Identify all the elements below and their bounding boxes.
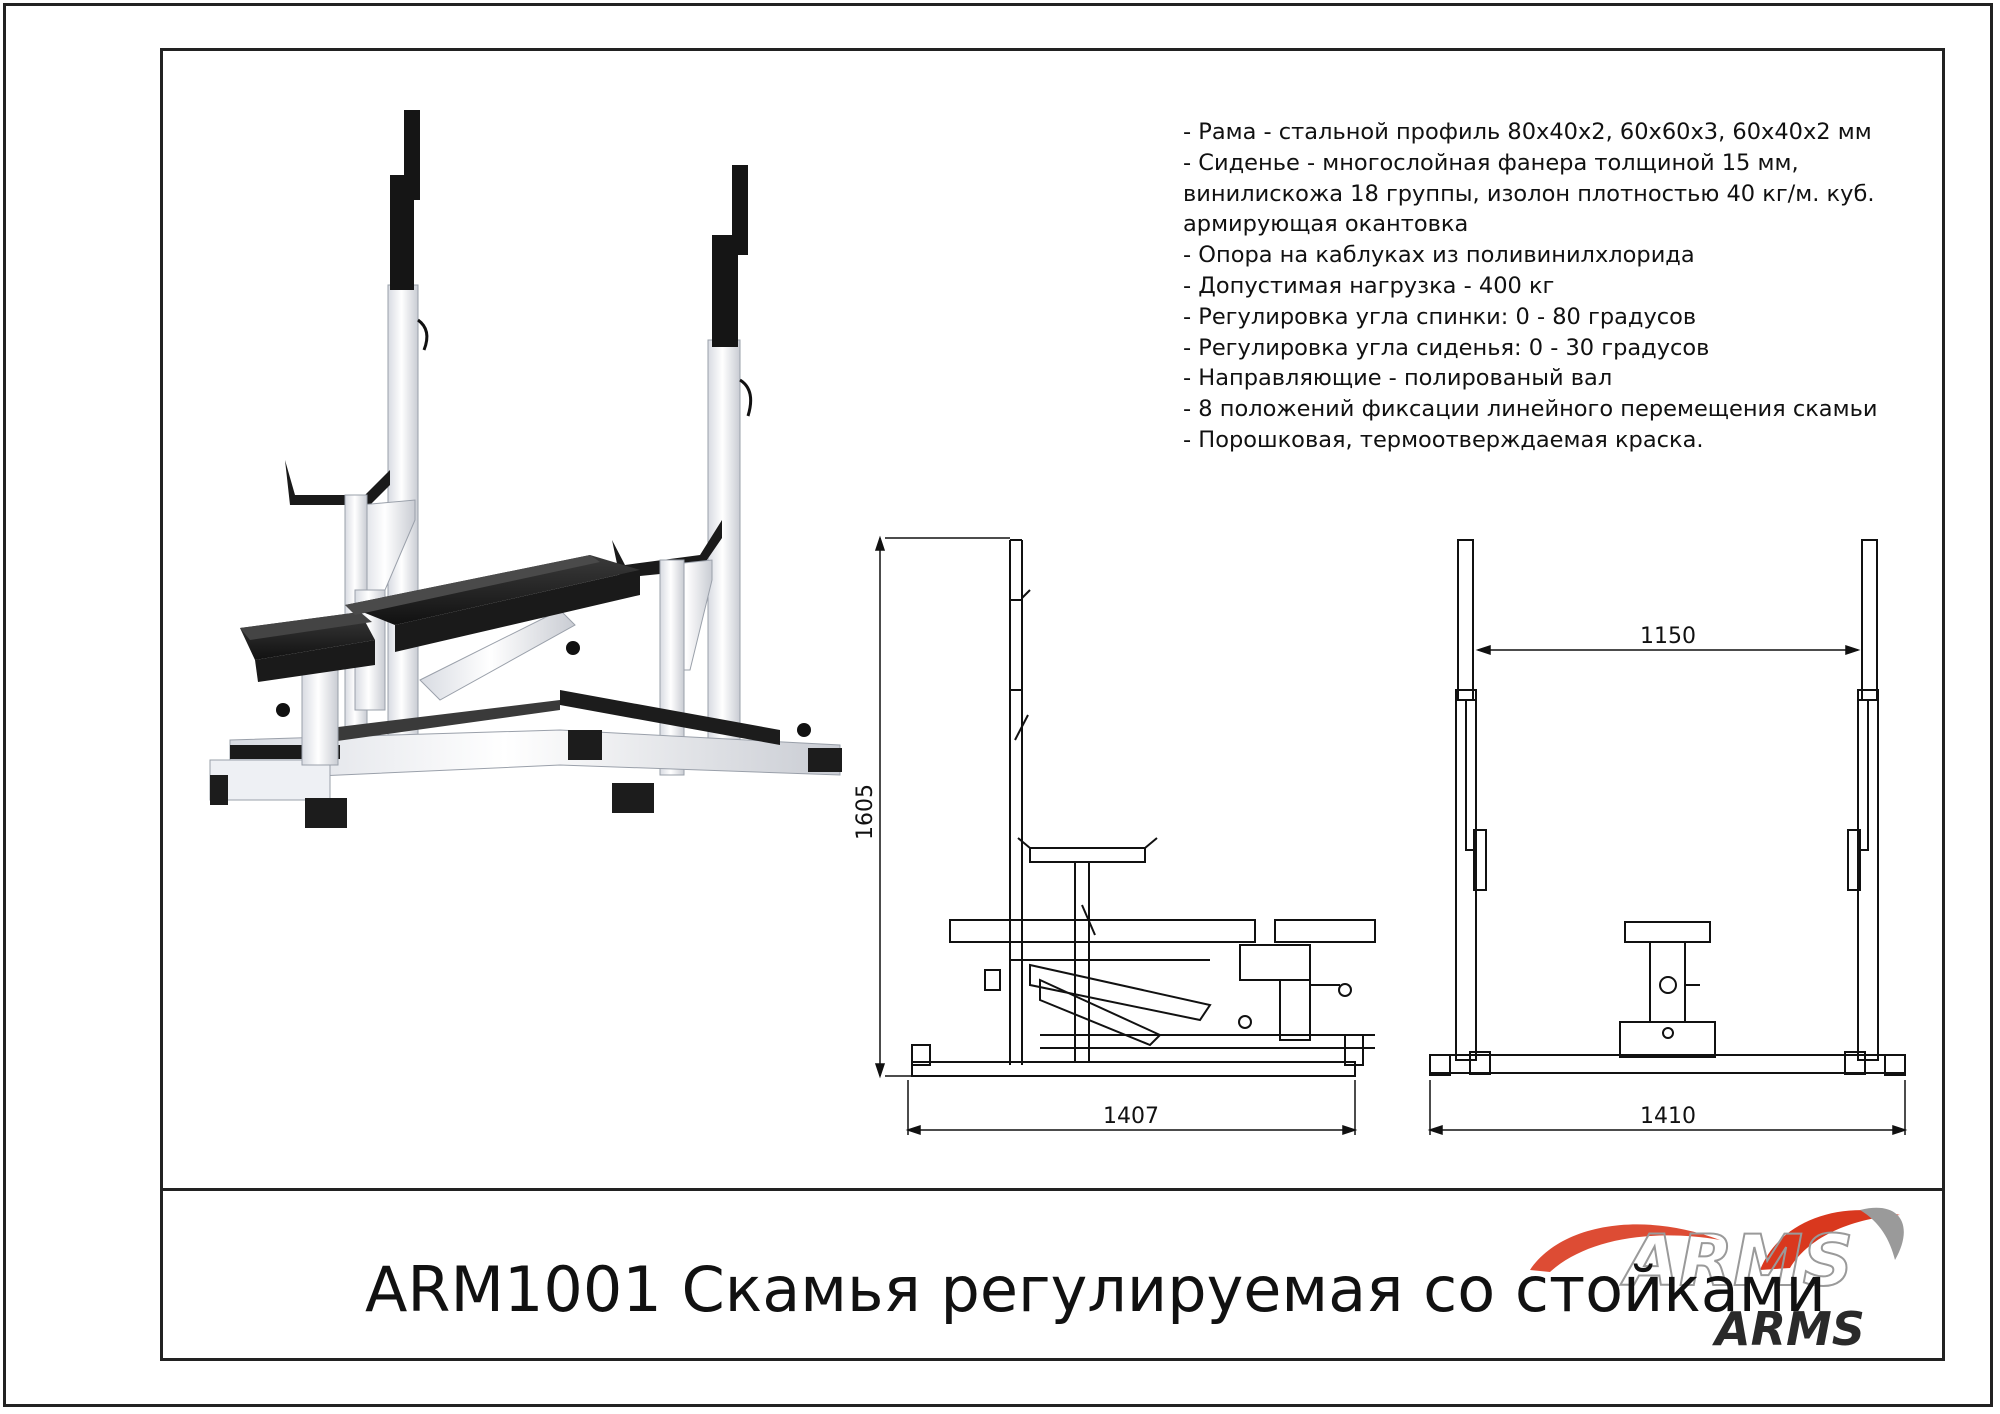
spec-line: - Опора на каблуках из поливинилхлорида xyxy=(1183,242,1695,269)
spec-list: - Рама - стальной профиль 80х40х2, 60х60… xyxy=(1183,117,1923,456)
brand-name-bottom: ARMS xyxy=(1712,1302,1865,1356)
title-divider xyxy=(160,1188,1945,1191)
spec-line: винилискожа 18 группы, изолон плотностью… xyxy=(1183,180,1875,207)
side-view-dimensions xyxy=(874,535,1358,1136)
spec-line: - 8 положений фиксации линейного перемещ… xyxy=(1183,396,1878,423)
bench-render xyxy=(209,110,842,828)
spec-line: - Допустимая нагрузка - 400 кг xyxy=(1183,272,1555,299)
length-dimension: 1407 xyxy=(1103,1104,1159,1129)
inner-frame xyxy=(160,48,1945,1361)
document-title: ARM1001 Скамья регулируемая со стойками xyxy=(365,1253,1826,1326)
spec-line: - Сиденье - многослойная фанера толщиной… xyxy=(1183,149,1799,176)
side-view-drawing xyxy=(911,539,1376,1077)
front-view-drawing xyxy=(1429,539,1906,1076)
front-view-dimensions xyxy=(1427,644,1908,1136)
spec-line: - Рама - стальной профиль 80х40х2, 60х60… xyxy=(1183,119,1872,145)
spec-line: армирующая окантовка xyxy=(1183,211,1469,238)
spec-line: - Регулировка угла спинки: 0 - 80 градус… xyxy=(1183,303,1697,330)
spec-line: - Направляющие - полированый вал xyxy=(1183,365,1613,392)
width-dimension: 1410 xyxy=(1640,1104,1696,1129)
rack-spacing-dimension: 1150 xyxy=(1640,624,1696,649)
arms-logo: ARMS ARMS xyxy=(1530,1207,1904,1356)
spec-line: - Порошковая, термоотверждаемая краска. xyxy=(1183,426,1704,453)
spec-line: - Регулировка угла сиденья: 0 - 30 граду… xyxy=(1183,334,1710,361)
height-dimension: 1605 xyxy=(853,784,878,840)
outer-frame xyxy=(3,3,1993,1407)
brand-name-outline: ARMS xyxy=(1620,1220,1853,1302)
